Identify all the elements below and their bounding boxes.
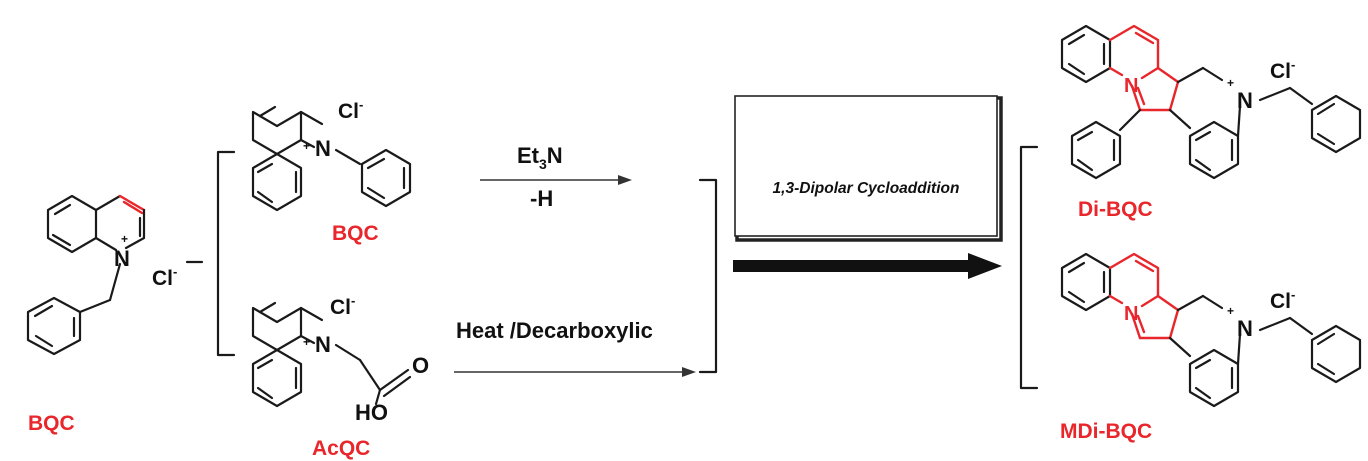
bqc-top-plus: + (303, 139, 310, 153)
di-bqc-structure (1060, 24, 1362, 180)
cycloaddition-box-text: 1,3-Dipolar Cycloaddition (773, 180, 960, 197)
bqc-left-nitrogen: N (114, 246, 130, 271)
bqc-left-label: BQC (28, 412, 75, 435)
mdi-bqc-nitrogen: N (1237, 316, 1253, 341)
bracket-left (216, 150, 236, 357)
di-bqc-nitrogen: N (1237, 88, 1253, 113)
main-arrow-head (968, 253, 1002, 279)
acqc-hydroxyl: HO (355, 400, 388, 425)
top-reagent: Et3N (517, 143, 563, 172)
mdi-bqc-label: MDi-BQC (1060, 420, 1152, 443)
top-condition: -H (530, 186, 553, 211)
di-bqc-pyrrole-nitrogen: N (1124, 75, 1138, 97)
bqc-left-counter-ion: Cl- (152, 264, 177, 290)
acqc-plus: + (303, 335, 310, 349)
bqc-left-plus: + (121, 232, 128, 246)
acqc-structure (251, 301, 412, 408)
mdi-bqc-plus: + (1227, 304, 1234, 318)
bracket-right (1019, 145, 1039, 390)
bqc-top-counter-ion: Cl- (338, 97, 363, 123)
bqc-left-structure (26, 194, 146, 356)
mdi-bqc-structure (1060, 252, 1362, 408)
di-bqc-plus: + (1227, 76, 1234, 90)
bqc-top-nitrogen: N (315, 136, 331, 161)
acqc-counter-ion: Cl- (330, 293, 355, 319)
di-bqc-counter-ion: Cl- (1270, 57, 1295, 83)
bqc-top-structure (251, 105, 412, 212)
top-arrow-head (618, 175, 632, 185)
acqc-label: AcQC (312, 437, 370, 460)
bqc-top-label: BQC (332, 222, 379, 245)
cycloaddition-box-shadow (735, 96, 1003, 242)
main-arrow-shaft (733, 260, 973, 272)
bottom-condition: Heat /Decarboxylic (456, 318, 653, 343)
cycloaddition-box (734, 95, 998, 237)
mdi-bqc-counter-ion: Cl- (1270, 287, 1295, 313)
acqc-oxygen: O (412, 353, 429, 378)
mdi-bqc-pyrrole-nitrogen: N (1124, 303, 1138, 325)
bracket-center (698, 178, 718, 374)
di-bqc-label: Di-BQC (1078, 198, 1153, 221)
acqc-nitrogen: N (315, 332, 331, 357)
bottom-arrow-head (682, 367, 696, 377)
